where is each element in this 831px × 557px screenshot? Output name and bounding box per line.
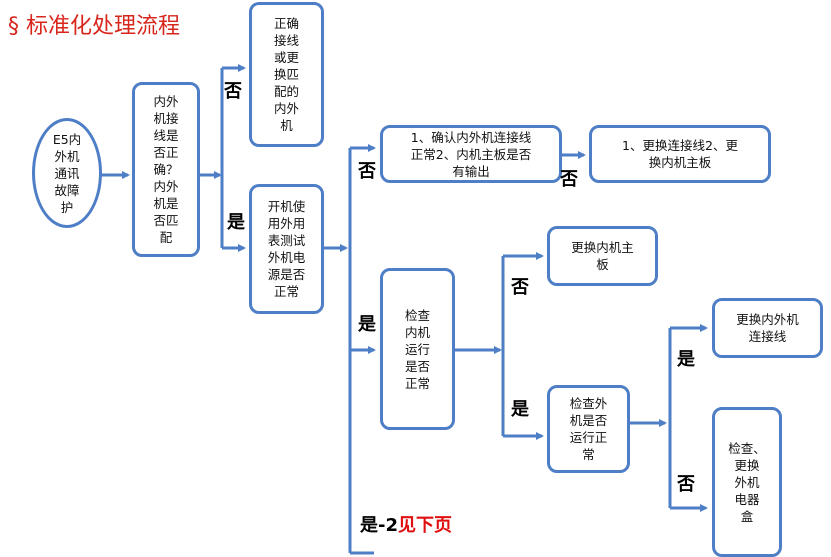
branch-no-label: 否 xyxy=(511,277,529,298)
page-title: § 标准化处理流程 xyxy=(8,14,180,39)
branch-no-label: 否 xyxy=(677,474,695,495)
yes2-prefix: 是-2 xyxy=(360,515,398,536)
branch-yes-label: 是 xyxy=(227,212,245,233)
check-wiring-node: 内外 机接 线是 否正 确？ 内外 机是 否匹 配 xyxy=(132,82,200,257)
replace-indoor-board-node: 更换内机主 板 xyxy=(547,226,658,286)
check-indoor-running-node: 检查 内机 运行 是否 正常 xyxy=(380,268,455,430)
branch-yes-label: 是 xyxy=(677,349,695,370)
branch-yes-label: 是 xyxy=(358,314,376,335)
start-node: E5内 外机 通讯 故障 护 xyxy=(32,118,102,228)
replace-electrical-box-node: 检查、 更换 外机 电器 盒 xyxy=(712,407,782,557)
branch-yes-label: 是 xyxy=(511,399,529,420)
replace-line-board-node: 1、更换连接线2、更 换内机主板 xyxy=(589,125,771,183)
rewire-node: 正确 接线 或更 换匹 配的 内外 机 xyxy=(249,2,324,147)
next-page-label: 是-2见下页 xyxy=(360,516,452,536)
replace-interconnect-node: 更换内外机 连接线 xyxy=(712,298,823,358)
confirm-connection-node: 1、确认内外机连接线 正常2、内机主板是否 有输出 xyxy=(380,125,562,183)
test-power-node: 开机使 用外用 表测试 外机电 源是否 正常 xyxy=(249,184,324,314)
check-outdoor-running-node: 检查外 机是否 运行正 常 xyxy=(547,385,630,473)
next-page-link-text: 见下页 xyxy=(398,515,452,536)
branch-no-label: 否 xyxy=(358,161,376,182)
branch-no-label: 否 xyxy=(560,169,578,190)
branch-no-label: 否 xyxy=(224,81,242,102)
